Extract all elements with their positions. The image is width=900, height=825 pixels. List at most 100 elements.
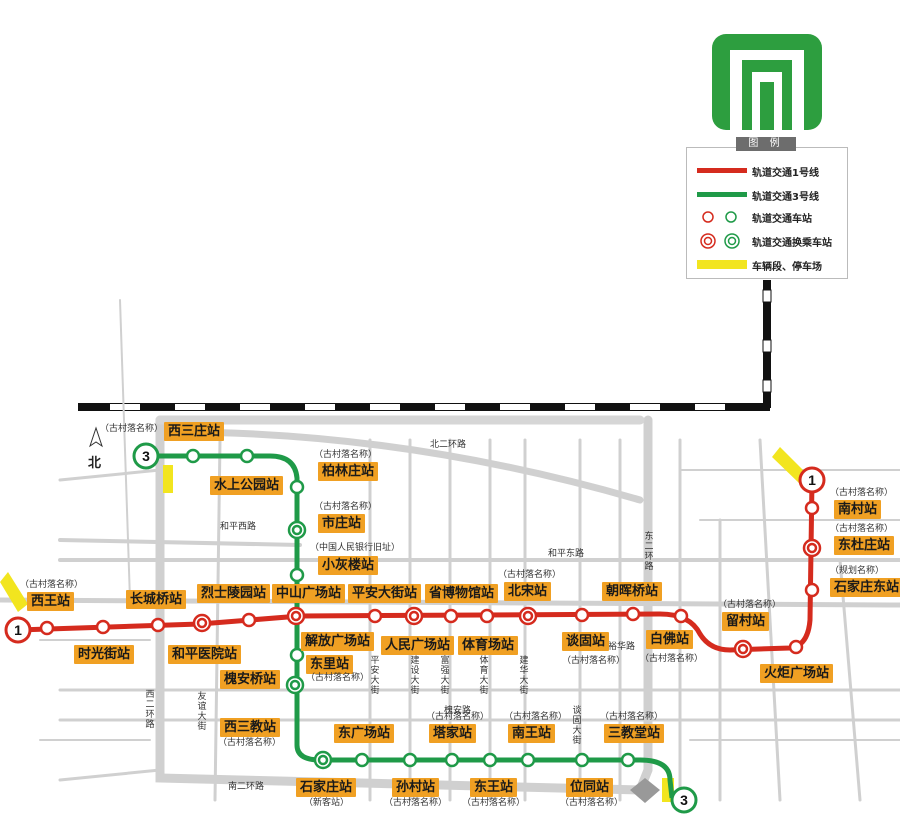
badge-l3-south: 3 <box>680 792 688 808</box>
line-3-stations <box>185 448 636 770</box>
station-label-huoju[interactable]: 火炬广场站 <box>760 664 834 683</box>
legend-label: 车辆段、停车场 <box>752 262 822 273</box>
station-label-dongdu[interactable]: 东杜庄站 <box>834 536 895 555</box>
station-label-dongli[interactable]: 东里站 <box>306 655 354 674</box>
station-dot-nancun <box>804 500 820 516</box>
station-label-beisong[interactable]: 北宋站 <box>504 582 552 601</box>
station-label-baifo[interactable]: 白佛站 <box>646 630 694 649</box>
station-dot-tangu <box>574 607 590 623</box>
station-label-shizhuang[interactable]: 市庄站 <box>318 514 366 533</box>
station-dot-xiaohui <box>289 567 305 583</box>
station-note: （古村落名称） <box>718 600 782 610</box>
legend-row-depot: 车辆段、停车场 <box>687 254 847 276</box>
road-label-tiyu: 体育大街 <box>479 656 489 696</box>
station-label-tajia[interactable]: 塔家站 <box>429 724 477 743</box>
station-label-shuishang[interactable]: 水上公园站 <box>210 476 284 495</box>
station-dot-bailin <box>289 479 305 495</box>
station-dot-sanjiaotang <box>620 752 636 768</box>
station-note: （古村落名称） <box>600 712 664 722</box>
station-dot-xisanzhuang <box>185 448 201 464</box>
station-label-xiaohui[interactable]: 小灰楼站 <box>318 556 379 575</box>
station-label-xiwang[interactable]: 西王站 <box>27 592 75 611</box>
station-label-bailin[interactable]: 柏林庄站 <box>318 462 379 481</box>
station-dot-pingan <box>367 608 383 624</box>
red-line-icon <box>697 168 747 173</box>
station-note: （古村落名称） <box>504 712 568 722</box>
road-label-fuqiang: 富强大街 <box>440 656 450 696</box>
legend-label: 轨道交通车站 <box>752 214 812 225</box>
station-label-pingan[interactable]: 平安大街站 <box>348 584 422 603</box>
station-label-dgc[interactable]: 东广场站 <box>334 724 395 743</box>
station-label-renmin[interactable]: 人民广场站 <box>381 636 455 655</box>
station-label-chaohui[interactable]: 朝晖桥站 <box>602 582 663 601</box>
legend-title: 图 例 <box>736 137 796 151</box>
station-dot-xiwang <box>39 620 55 636</box>
station-dot-tiyuchang <box>479 608 495 624</box>
station-label-tangu[interactable]: 谈固站 <box>562 632 610 651</box>
station-note: （古村落名称） <box>498 570 562 580</box>
station-label-nanwang[interactable]: 南王站 <box>508 724 556 743</box>
road-label-huaian: 槐安路 <box>444 706 472 716</box>
station-dot-sjz-dong <box>804 582 820 598</box>
station-label-shiguang[interactable]: 时光街站 <box>74 645 135 664</box>
station-label-sjz-dong[interactable]: 石家庄东站 <box>830 578 900 597</box>
station-dot-dgc <box>354 752 370 768</box>
station-label-bowuguan[interactable]: 省博物馆站 <box>425 584 499 603</box>
legend-label: 轨道交通1号线 <box>752 168 819 179</box>
station-label-nancun[interactable]: 南村站 <box>834 500 882 519</box>
station-label-jiefang[interactable]: 解放广场站 <box>301 632 375 651</box>
green-line-icon <box>697 192 747 197</box>
badge-l1-east: 1 <box>808 472 816 488</box>
line-1-stations <box>39 500 822 659</box>
road-label-heping-xi: 和平西路 <box>220 522 257 532</box>
station-dot-chaohui <box>625 606 641 622</box>
station-dot-bowuguan <box>443 608 459 624</box>
road-label-tanjiu: 谈固大街 <box>572 706 582 746</box>
station-label-liucun[interactable]: 留村站 <box>722 612 770 631</box>
station-label-dongwang[interactable]: 东王站 <box>470 778 518 797</box>
road-label-dong-erhuan: 东二环路 <box>644 532 654 572</box>
station-note: （古村落名称） <box>830 524 894 534</box>
station-note: （古村落名称） <box>100 424 164 434</box>
station-note: （古村落名称） <box>462 798 526 808</box>
station-label-sjz[interactable]: 石家庄站 <box>296 778 357 797</box>
transfer-station-icon <box>700 233 740 249</box>
station-note: （古村落名称） <box>314 502 378 512</box>
north-label: 北 <box>88 456 102 471</box>
station-dot-weitong <box>574 752 590 768</box>
legend-row-line3: 轨道交通3号线 <box>687 184 847 206</box>
station-dot-dongli <box>289 647 305 663</box>
legend-row-transfer: 轨道交通换乘车站 <box>687 230 847 252</box>
station-dot-shuishang <box>239 448 255 464</box>
station-label-heping-yy[interactable]: 和平医院站 <box>168 645 242 664</box>
station-note: （古村落名称） <box>426 712 490 722</box>
station-label-suncun[interactable]: 孙村站 <box>392 778 440 797</box>
station-label-huaian-q[interactable]: 槐安桥站 <box>220 670 281 689</box>
road-label-heping-dong: 和平东路 <box>548 549 585 559</box>
station-dot-tajia <box>444 752 460 768</box>
station-label-lieshi[interactable]: 烈士陵园站 <box>197 584 271 603</box>
station-note-bank: （中国人民银行旧址） <box>310 543 401 553</box>
station-label-sanjiaotang[interactable]: 三教堂站 <box>604 724 665 743</box>
station-label-xisanjiao[interactable]: 西三教站 <box>220 718 281 737</box>
badge-l3-north: 3 <box>142 448 150 464</box>
station-circle-icon <box>702 211 737 223</box>
legend-box: 轨道交通1号线 轨道交通3号线 轨道交通车站 轨道交通换乘车站 车辆段、停车场 <box>686 147 848 279</box>
station-dot-huoju <box>788 639 804 655</box>
station-label-changcheng[interactable]: 长城桥站 <box>126 590 187 609</box>
line-1-route <box>17 479 815 653</box>
station-dot-dongwang <box>482 752 498 768</box>
road-label-yuhua: 裕华路 <box>608 642 636 652</box>
station-label-zhongshan[interactable]: 中山广场站 <box>272 584 346 603</box>
road-label-xi-erhuan: 西二环路 <box>145 690 155 730</box>
line-3-route <box>148 453 675 799</box>
legend-label: 轨道交通3号线 <box>752 192 819 203</box>
station-label-tiyuchang[interactable]: 体育场站 <box>458 636 519 655</box>
station-label-xisanzhuang[interactable]: 西三庄站 <box>164 422 225 441</box>
station-note: （古村落名称） <box>218 738 282 748</box>
road-label-bei-erhuan: 北二环路 <box>430 440 467 450</box>
station-dot-nanwang <box>520 752 536 768</box>
station-note: （古村落名称） <box>306 673 370 683</box>
station-label-weitong[interactable]: 位同站 <box>566 778 614 797</box>
